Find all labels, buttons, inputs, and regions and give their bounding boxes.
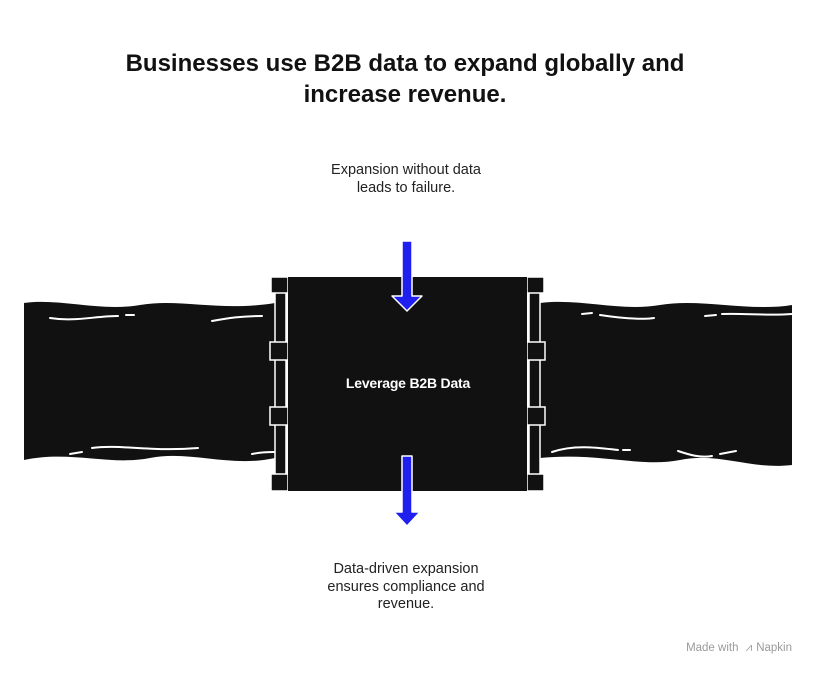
bottom-caption: Data-driven expansion ensures compliance… [327, 561, 485, 612]
top-caption: Expansion without data leads to failure. [331, 162, 481, 196]
napkin-logo-icon: ⩘ [745, 642, 753, 654]
left-gate [269, 276, 289, 492]
left-river [24, 301, 275, 462]
diagram-title: Businesses use B2B data to expand global… [125, 50, 685, 108]
arrow-down-icon [391, 240, 423, 312]
center-label: Leverage B2B Data [345, 375, 471, 391]
right-river [540, 301, 792, 466]
river-ripples [49, 312, 793, 458]
watermark-brand: Napkin [756, 642, 792, 654]
made-with-napkin[interactable]: Made with ⩘Napkin [686, 642, 792, 655]
watermark-prefix: Made with [686, 642, 739, 654]
right-gate [526, 276, 546, 492]
arrow-down-icon [393, 455, 421, 527]
